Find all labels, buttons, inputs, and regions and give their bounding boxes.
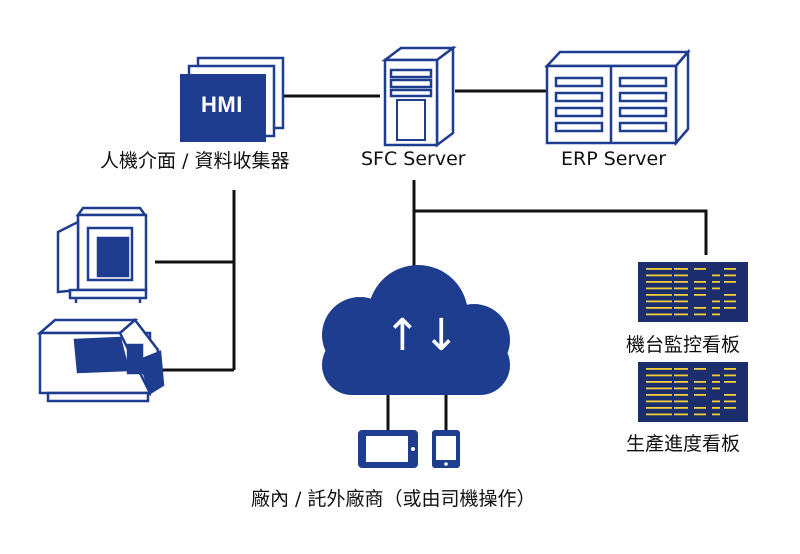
cnc-machine-icon — [56, 206, 148, 303]
led-segment — [712, 387, 720, 390]
led-segment — [646, 307, 672, 309]
led-segment — [674, 387, 688, 390]
led-segment — [646, 300, 672, 303]
led-segment — [694, 394, 706, 396]
led-segment — [712, 287, 720, 290]
led-segment — [712, 281, 720, 283]
led-segment — [646, 281, 672, 283]
led-segment — [724, 274, 736, 277]
led-segment — [712, 407, 720, 409]
hmi-monitor-icon — [180, 56, 285, 142]
led-segment — [724, 381, 736, 383]
led-segment — [674, 368, 688, 370]
led-segment — [712, 313, 720, 316]
led-segment — [674, 287, 688, 290]
led-segment — [674, 413, 688, 416]
led-segment — [646, 313, 672, 316]
led-segment — [724, 407, 736, 409]
led-segment — [724, 368, 736, 370]
led-segment — [694, 413, 706, 416]
led-board-icon — [638, 262, 748, 322]
led-segment — [674, 281, 688, 283]
led-segment — [712, 400, 720, 403]
connection-lines — [155, 89, 708, 430]
led-segment — [712, 381, 720, 383]
led-segment — [674, 300, 688, 303]
led-segment — [646, 368, 672, 370]
led-segment — [724, 294, 736, 296]
led-segment — [724, 400, 736, 403]
led-segment — [694, 294, 706, 296]
led-segment — [646, 381, 672, 383]
lathe-machine-icon — [36, 318, 165, 403]
led-segment — [712, 274, 720, 277]
led-segment — [712, 300, 720, 303]
led-segment — [646, 287, 672, 290]
led-segment — [674, 381, 688, 383]
led-segment — [646, 294, 672, 296]
led-segment — [674, 313, 688, 316]
led-segment — [646, 394, 672, 396]
led-segment — [674, 307, 688, 309]
led-segment — [694, 287, 706, 290]
led-segment — [674, 400, 688, 403]
led-segment — [646, 374, 672, 377]
erp-server-rack-icon — [544, 48, 691, 147]
led-segment — [694, 381, 706, 383]
led-segment — [694, 368, 706, 370]
led-board-panel — [638, 262, 748, 322]
led-segment — [712, 374, 720, 377]
erp-server-label: ERP Server — [561, 148, 667, 170]
machine-board-label: 機台監控看板 — [626, 334, 741, 356]
led-segment — [674, 274, 688, 277]
led-segment — [712, 413, 720, 416]
sfc-server-tower-icon — [381, 45, 457, 148]
led-segment — [694, 387, 706, 390]
led-segment — [646, 274, 672, 277]
phone-icon — [432, 430, 460, 468]
led-segment — [646, 407, 672, 409]
led-segment — [724, 307, 736, 309]
led-segment — [724, 281, 736, 283]
led-segment — [674, 407, 688, 409]
led-segment — [724, 394, 736, 396]
led-segment — [674, 374, 688, 377]
led-segment — [694, 307, 706, 309]
production-board-label: 生產進度看板 — [626, 433, 741, 455]
led-segment — [646, 413, 672, 416]
led-segment — [724, 374, 736, 377]
clients-label: 廠內 / 託外廠商（或由司機操作） — [251, 488, 536, 510]
led-segment — [674, 268, 688, 270]
led-board-icon — [638, 362, 748, 422]
led-segment — [724, 300, 736, 303]
led-segment — [694, 313, 706, 316]
led-segment — [694, 281, 706, 283]
sfc-to-boards-link — [414, 209, 708, 255]
led-segment — [646, 400, 672, 403]
led-segment — [674, 294, 688, 296]
hmi-collector-label: 人機介面 / 資料收集器 — [100, 150, 290, 172]
led-segment — [724, 268, 736, 270]
cloud-sync-icon — [322, 265, 510, 395]
sfc-server-label: SFC Server — [361, 148, 466, 170]
led-segment — [712, 307, 720, 309]
cloud-sync-arrows: ↑↓ — [384, 310, 462, 361]
led-board-panel — [638, 362, 748, 422]
tablet-icon — [358, 430, 418, 468]
led-segment — [694, 407, 706, 409]
led-segment — [646, 268, 672, 270]
led-segment — [674, 394, 688, 396]
led-segment — [694, 268, 706, 270]
led-segment — [646, 387, 672, 390]
hmi-screen-label: HMI — [201, 92, 243, 117]
